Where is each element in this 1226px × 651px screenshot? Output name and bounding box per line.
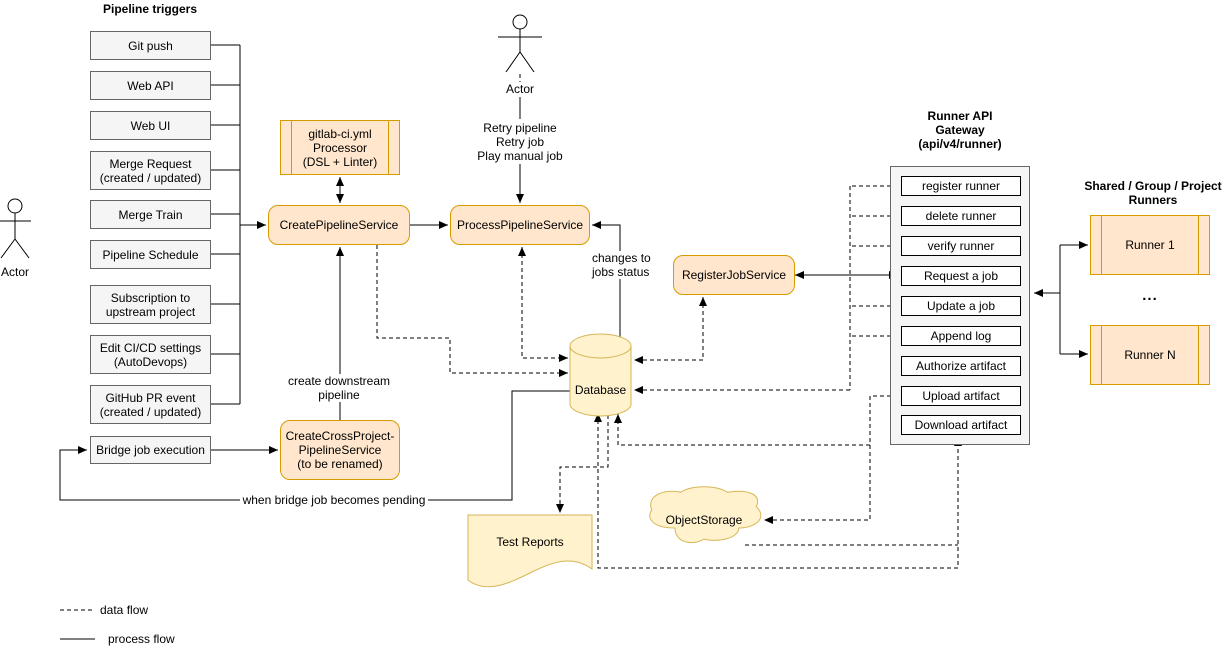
node-register-job-service: RegisterJobService bbox=[673, 255, 795, 295]
edge-trigger-bus bbox=[211, 44, 266, 405]
edge-process-db bbox=[518, 247, 568, 362]
runner-api-gateway: register runner delete runner verify run… bbox=[890, 166, 1030, 445]
edge-jobs-status bbox=[592, 221, 621, 340]
trigger-pipeline-schedule: Pipeline Schedule bbox=[90, 240, 211, 269]
edge-gateway-db bbox=[634, 185, 898, 390]
node-create-cross-project: CreateCrossProject- PipelineService (to … bbox=[280, 420, 400, 480]
edge-db-testreports bbox=[556, 415, 609, 513]
endpoint-register-runner: register runner bbox=[901, 176, 1021, 196]
node-process-pipeline-service: ProcessPipelineService bbox=[450, 205, 590, 245]
trigger-github-pr: GitHub PR event (created / updated) bbox=[90, 385, 211, 424]
endpoint-authorize-artifact: Authorize artifact bbox=[901, 356, 1021, 376]
trigger-edit-cicd: Edit CI/CD settings (AutoDevops) bbox=[90, 335, 211, 374]
endpoint-verify-runner: verify runner bbox=[901, 236, 1021, 256]
database-cylinder bbox=[569, 333, 632, 417]
edge-upload-db bbox=[614, 395, 898, 446]
top-actor-label: Actor bbox=[505, 82, 534, 96]
trigger-bridge-job: Bridge job execution bbox=[90, 436, 211, 464]
endpoint-request-job: Request a job bbox=[901, 266, 1021, 286]
database-label: Database bbox=[574, 383, 627, 397]
node-gitlab-ci-processor: gitlab-ci.yml Processor (DSL + Linter) bbox=[280, 120, 400, 175]
pipeline-triggers-header: Pipeline triggers bbox=[102, 2, 198, 16]
top-actor-figure bbox=[498, 14, 542, 82]
node-runner-n: Runner N bbox=[1090, 325, 1210, 385]
edge-db-download bbox=[594, 413, 962, 569]
legend-process-flow-label: process flow bbox=[108, 632, 175, 646]
legend-data-flow-label: data flow bbox=[100, 603, 149, 617]
trigger-web-api: Web API bbox=[90, 71, 211, 100]
left-actor-figure bbox=[0, 198, 31, 259]
gateway-title: Runner API Gateway (api/v4/runner) bbox=[918, 109, 1002, 151]
annotation-jobs-status: changes to jobs status bbox=[592, 251, 654, 279]
endpoint-append-log: Append log bbox=[901, 326, 1021, 346]
endpoint-delete-runner: delete runner bbox=[901, 206, 1021, 226]
node-create-pipeline-service: CreatePipelineService bbox=[268, 205, 410, 245]
endpoint-download-artifact: Download artifact bbox=[901, 415, 1021, 435]
trigger-web-ui: Web UI bbox=[90, 111, 211, 140]
annotation-bridge-pending: when bridge job becomes pending bbox=[240, 493, 428, 507]
trigger-merge-train: Merge Train bbox=[90, 200, 211, 229]
edge-registerjob-db bbox=[634, 297, 707, 364]
trigger-git-push: Git push bbox=[90, 31, 211, 60]
edge-upload-objectstorage bbox=[764, 445, 871, 524]
annotation-retry-actions: Retry pipeline Retry job Play manual job bbox=[470, 119, 570, 164]
runners-title: Shared / Group / Project Runners bbox=[1084, 179, 1222, 207]
object-storage-cloud bbox=[649, 486, 762, 544]
endpoint-upload-artifact: Upload artifact bbox=[901, 386, 1021, 406]
annotation-create-downstream: create downstream pipeline bbox=[285, 374, 393, 402]
trigger-merge-request: Merge Request (created / updated) bbox=[90, 151, 211, 190]
object-storage-label: ObjectStorage bbox=[665, 513, 743, 527]
edge-create-db bbox=[376, 245, 568, 377]
node-runner-1: Runner 1 bbox=[1090, 215, 1210, 275]
trigger-subscription: Subscription to upstream project bbox=[90, 285, 211, 324]
left-actor-label: Actor bbox=[0, 265, 29, 279]
test-reports-document bbox=[467, 514, 593, 588]
endpoint-update-job: Update a job bbox=[901, 296, 1021, 316]
test-reports-label: Test Reports bbox=[496, 535, 564, 549]
runners-ellipsis: ... bbox=[1142, 287, 1158, 304]
